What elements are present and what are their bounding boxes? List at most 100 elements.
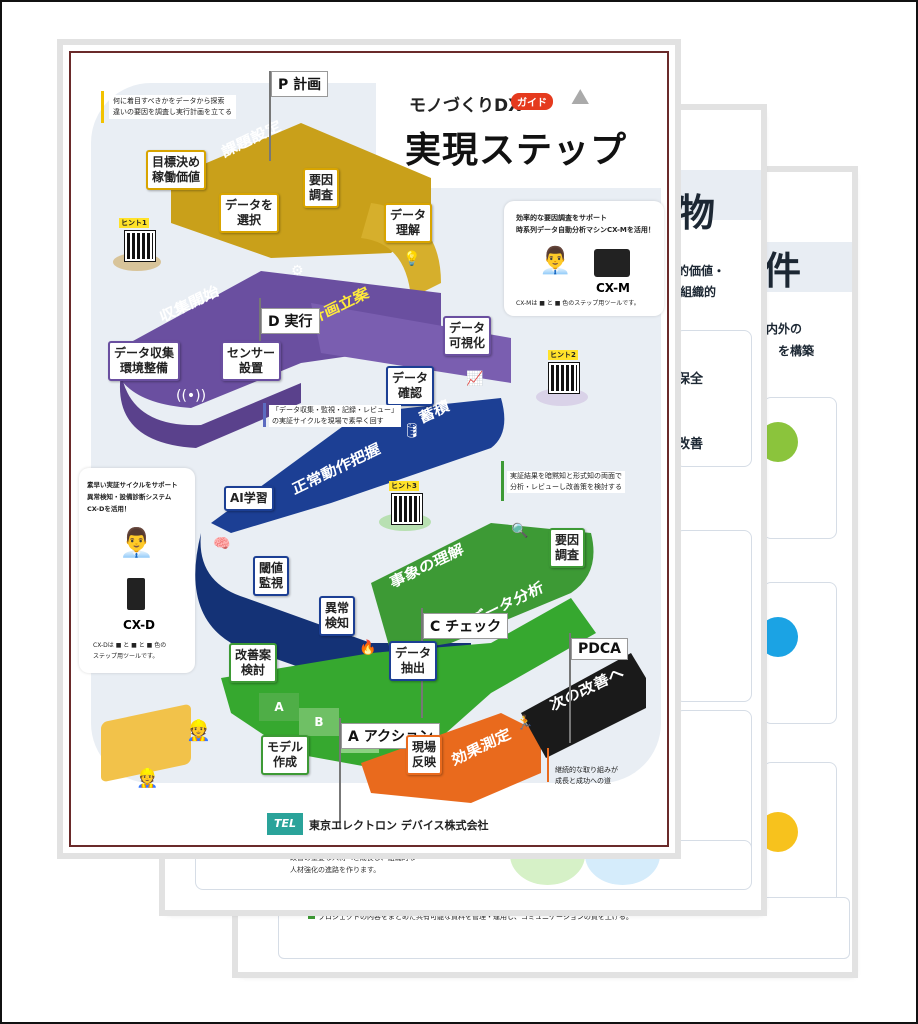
magnifier-chart-icon: 🔍 — [511, 523, 529, 539]
hint-1-qr[interactable] — [125, 231, 155, 261]
check-note: 実証結果を暗黙知と形式知の両面で分析・レビューし改善策を検討する — [507, 471, 625, 493]
fire-icon: 🔥 — [359, 640, 377, 656]
label-target: 目標決め 稼働価値 — [146, 150, 207, 190]
flag-pdca: PDCA — [571, 638, 628, 660]
bulb-icon: 💡 — [403, 251, 421, 267]
label-confirm: データ 確認 — [386, 366, 435, 406]
cxm-device-icon — [594, 249, 630, 277]
cxm-product: CX-M — [596, 281, 631, 295]
back-card — [763, 397, 837, 539]
cxm-caption: CX-Mは ■ と ■ 色のステップ用ツールです。 — [516, 300, 640, 307]
blue-circle — [758, 617, 798, 657]
brain-icon: 🧠 — [213, 536, 231, 552]
label-ai: AI学習 — [224, 486, 274, 511]
flag-pole — [569, 633, 571, 743]
back-page-3-line: を構築 — [778, 344, 815, 358]
cxd-caption-1: CX-Dは ■ と ■ と ■ 色の — [93, 642, 167, 649]
label-anomaly: 異常 検知 — [319, 596, 356, 636]
blue-band — [211, 398, 505, 533]
label-threshold: 閾値 監視 — [253, 556, 290, 596]
back-bottom-text: 人材強化の進路を作ります。 — [290, 866, 381, 874]
hint-3-qr[interactable] — [392, 494, 422, 524]
cxd-box: 素早い実証サイクルをサポート 異常検知・設備診断システム CX-Dを活用！ 👨‍… — [79, 468, 195, 673]
company-logo: TEL — [267, 813, 303, 835]
note-marker — [263, 403, 266, 427]
check-icon — [308, 912, 315, 919]
flag-pole — [269, 71, 271, 161]
flag-pole — [339, 718, 341, 828]
worker-icon: 👷 — [136, 768, 159, 789]
cxd-device-icon — [127, 578, 145, 610]
flag-check: C チェック — [423, 613, 509, 639]
gear-icon: ⚙ — [291, 263, 304, 279]
cxm-line-2: 時系列データ自動分析マシンCX-Mを活用！ — [516, 226, 655, 234]
black-band — [521, 653, 646, 758]
hint-2-qr[interactable] — [549, 363, 579, 393]
label-env: データ収集 環境整備 — [108, 341, 181, 381]
back-card — [675, 330, 752, 467]
label-select: データを 選択 — [219, 193, 280, 233]
hint-2-tag: ヒント2 — [548, 350, 578, 360]
flag-plan: P 計画 — [271, 71, 329, 97]
guide-badge: ガイド — [511, 93, 553, 110]
brand-text: モノづくりDX — [409, 96, 522, 116]
note-marker — [101, 91, 104, 123]
hint-3-tag: ヒント3 — [389, 481, 419, 491]
cxm-box: 効率的な要因調査をサポート 時系列データ自動分析マシンCX-Mを活用！ 👨‍💼 … — [504, 201, 664, 316]
engineer-icon: 👨‍💼 — [539, 246, 572, 276]
cycle-note: 「データ収集・監視・記録・レビュー」の実証サイクルを現場で素早く回す — [269, 405, 401, 427]
company-name: 東京エレクトロン デバイス株式会社 — [309, 819, 489, 832]
cxd-line-3: CX-Dを活用！ — [87, 505, 131, 513]
flag-do: D 実行 — [261, 308, 320, 334]
database-icon: 🛢 — [403, 423, 421, 439]
hint-1-tag: ヒント1 — [119, 218, 149, 228]
label-factor-1: 要因 調査 — [303, 168, 340, 208]
cxd-caption-2: ステップ用ツールです。 — [93, 653, 159, 660]
cxm-line-1: 効率的な要因調査をサポート — [516, 214, 607, 222]
step-a-tile: A — [259, 693, 299, 721]
chart-icon: 📈 — [466, 371, 484, 387]
page-title: 実現ステップ — [405, 130, 628, 171]
back-page-3-title: 件 — [763, 249, 802, 293]
front-page-inner: モノづくりDX ガイド ⛰ 実現ステップ 何に着目すべきかをデータから探索違いの… — [69, 51, 669, 847]
end-note: 継続的な取り組みが成長と成功への道 — [555, 766, 618, 785]
worker-icon: 👷 — [186, 718, 211, 742]
signal-icon: ((•)) — [176, 388, 207, 404]
note-marker — [501, 461, 504, 501]
checklist-item: プロジェクトの内容をまとめた共有可能な資料を管理・運用し、コミュニケーションの質… — [308, 912, 633, 922]
back-page-2-title: 物 — [677, 191, 716, 235]
purple-band-2 — [311, 303, 511, 383]
label-factor-2: 要因 調査 — [549, 528, 586, 568]
cxd-line-1: 素早い実証サイクルをサポート — [87, 481, 178, 489]
green-circle — [758, 422, 798, 462]
label-sensor: センサー 設置 — [221, 341, 282, 381]
back-item: 保全 — [677, 372, 704, 387]
purple-band — [111, 271, 441, 408]
label-reflect: 現場 反映 — [406, 735, 443, 775]
purple-curve — [119, 373, 301, 448]
yellow-circle — [758, 812, 798, 852]
header-cutout — [376, 73, 666, 188]
back-page-3-line: 内外の — [766, 322, 803, 336]
back-page-2-line: 組織的 — [680, 285, 717, 299]
back-card — [675, 530, 752, 702]
back-bottom-text: 改善の重要な人材へと成長し、組織的な — [290, 854, 416, 862]
note-marker — [547, 748, 549, 782]
back-card — [763, 582, 837, 724]
orange-band — [361, 713, 541, 803]
label-visualize: データ 可視化 — [443, 316, 492, 356]
front-page: モノづくりDX ガイド ⛰ 実現ステップ 何に着目すべきかをデータから探索違いの… — [63, 45, 675, 853]
runner-icon: 🏃 — [516, 715, 534, 731]
flag-pole — [259, 298, 261, 368]
label-extract: データ 抽出 — [389, 641, 438, 681]
label-kaizen: 改善案 検討 — [229, 643, 278, 683]
back-page-2-line: 的価値・ — [677, 264, 726, 278]
step-b-tile: B — [299, 708, 339, 736]
cxd-line-2: 異常検知・設備診断システム — [87, 493, 172, 501]
back-item: 改善 — [677, 437, 704, 452]
mountain-flag-icon: ⛰ — [571, 85, 590, 110]
cxd-product: CX-D — [123, 618, 156, 632]
intro-note: 何に着目すべきかをデータから探索違いの要因を調査し実行計画を立てる — [109, 95, 236, 119]
label-model: モデル 作成 — [261, 735, 310, 775]
